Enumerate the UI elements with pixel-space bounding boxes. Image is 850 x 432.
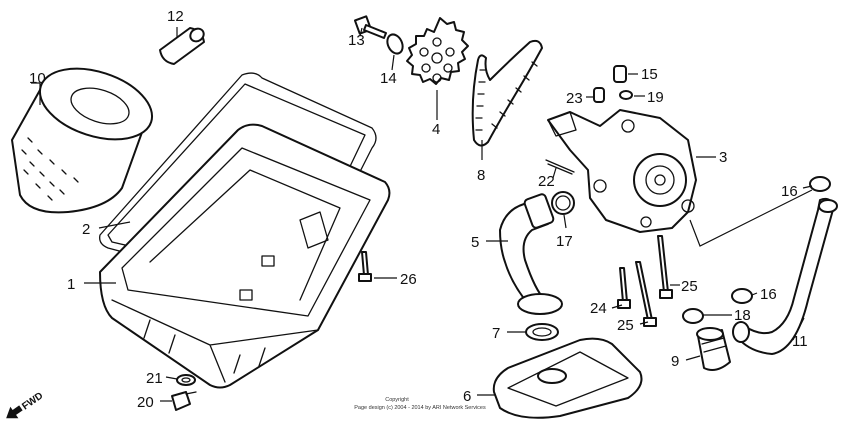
oil-pump [547, 109, 697, 233]
dowel-pin [159, 27, 205, 65]
callout-12: 12 [167, 8, 184, 25]
callout-3: 3 [719, 149, 727, 166]
callout-7: 7 [492, 325, 500, 342]
callout-23: 23 [566, 90, 583, 107]
drive-chain [471, 39, 543, 147]
drain-bolt-20 [171, 391, 197, 411]
callout-21: 21 [146, 370, 163, 387]
callout-17: 17 [556, 233, 573, 250]
pipe-joint-9 [696, 327, 731, 371]
callout-8: 8 [477, 167, 485, 184]
callout-16a: 16 [781, 183, 798, 200]
oil-pipe [732, 197, 838, 355]
callout-2: 2 [82, 221, 90, 238]
callout-10: 10 [29, 70, 46, 87]
dowel-15 [613, 65, 627, 83]
o-ring-7 [525, 323, 559, 341]
callout-18: 18 [734, 307, 751, 324]
copyright-footer: Copyright Page design (c) 2004 - 2014 by… [354, 397, 486, 411]
washer-14 [386, 33, 404, 55]
oil-strainer [492, 337, 643, 419]
callout-26: 26 [400, 271, 417, 288]
callout-16b: 16 [760, 286, 777, 303]
bolt-13 [353, 15, 387, 39]
fwd-label: FWD [20, 390, 45, 412]
o-ring-17 [551, 191, 575, 215]
callout-25b: 25 [617, 317, 634, 334]
copyright-line-1: Copyright [385, 397, 409, 403]
bolt-25-upper [657, 235, 673, 299]
copyright-line-2: Page design (c) 2004 - 2014 by ARI Netwo… [354, 405, 486, 411]
callout-4: 4 [432, 121, 440, 138]
oil-filter [11, 67, 154, 214]
callout-11: 11 [792, 333, 808, 350]
oil-pump-sprocket [406, 17, 469, 85]
callout-5: 5 [471, 234, 479, 251]
callout-1: 1 [67, 276, 75, 293]
o-ring-16-lower [731, 288, 753, 304]
leader-lines [31, 27, 813, 402]
callout-15: 15 [641, 66, 658, 83]
oil-pan [99, 123, 391, 389]
callout-19: 19 [647, 89, 664, 106]
callout-9: 9 [671, 353, 679, 370]
pin-22 [545, 159, 575, 175]
dowel-23 [593, 87, 605, 103]
strainer-pipe [499, 193, 563, 315]
o-ring-19 [619, 90, 633, 100]
callout-25a: 25 [681, 278, 698, 295]
o-ring-18 [682, 308, 704, 324]
callout-14: 14 [380, 70, 397, 87]
bolt-24 [617, 267, 631, 309]
o-ring-16-upper [809, 176, 831, 192]
washer-21 [176, 374, 196, 386]
callout-labels: 1 2 3 4 5 6 7 8 9 10 11 12 13 14 15 16 1… [29, 8, 808, 411]
callout-24: 24 [590, 300, 607, 317]
bolt-26 [358, 251, 372, 282]
forward-direction-indicator: FWD [6, 390, 45, 419]
callout-6: 6 [463, 388, 471, 405]
callout-20: 20 [137, 394, 154, 411]
bolt-25-lower [635, 261, 657, 327]
callout-13: 13 [348, 32, 365, 49]
forward-arrow-icon [6, 405, 23, 419]
callout-22: 22 [538, 173, 555, 190]
